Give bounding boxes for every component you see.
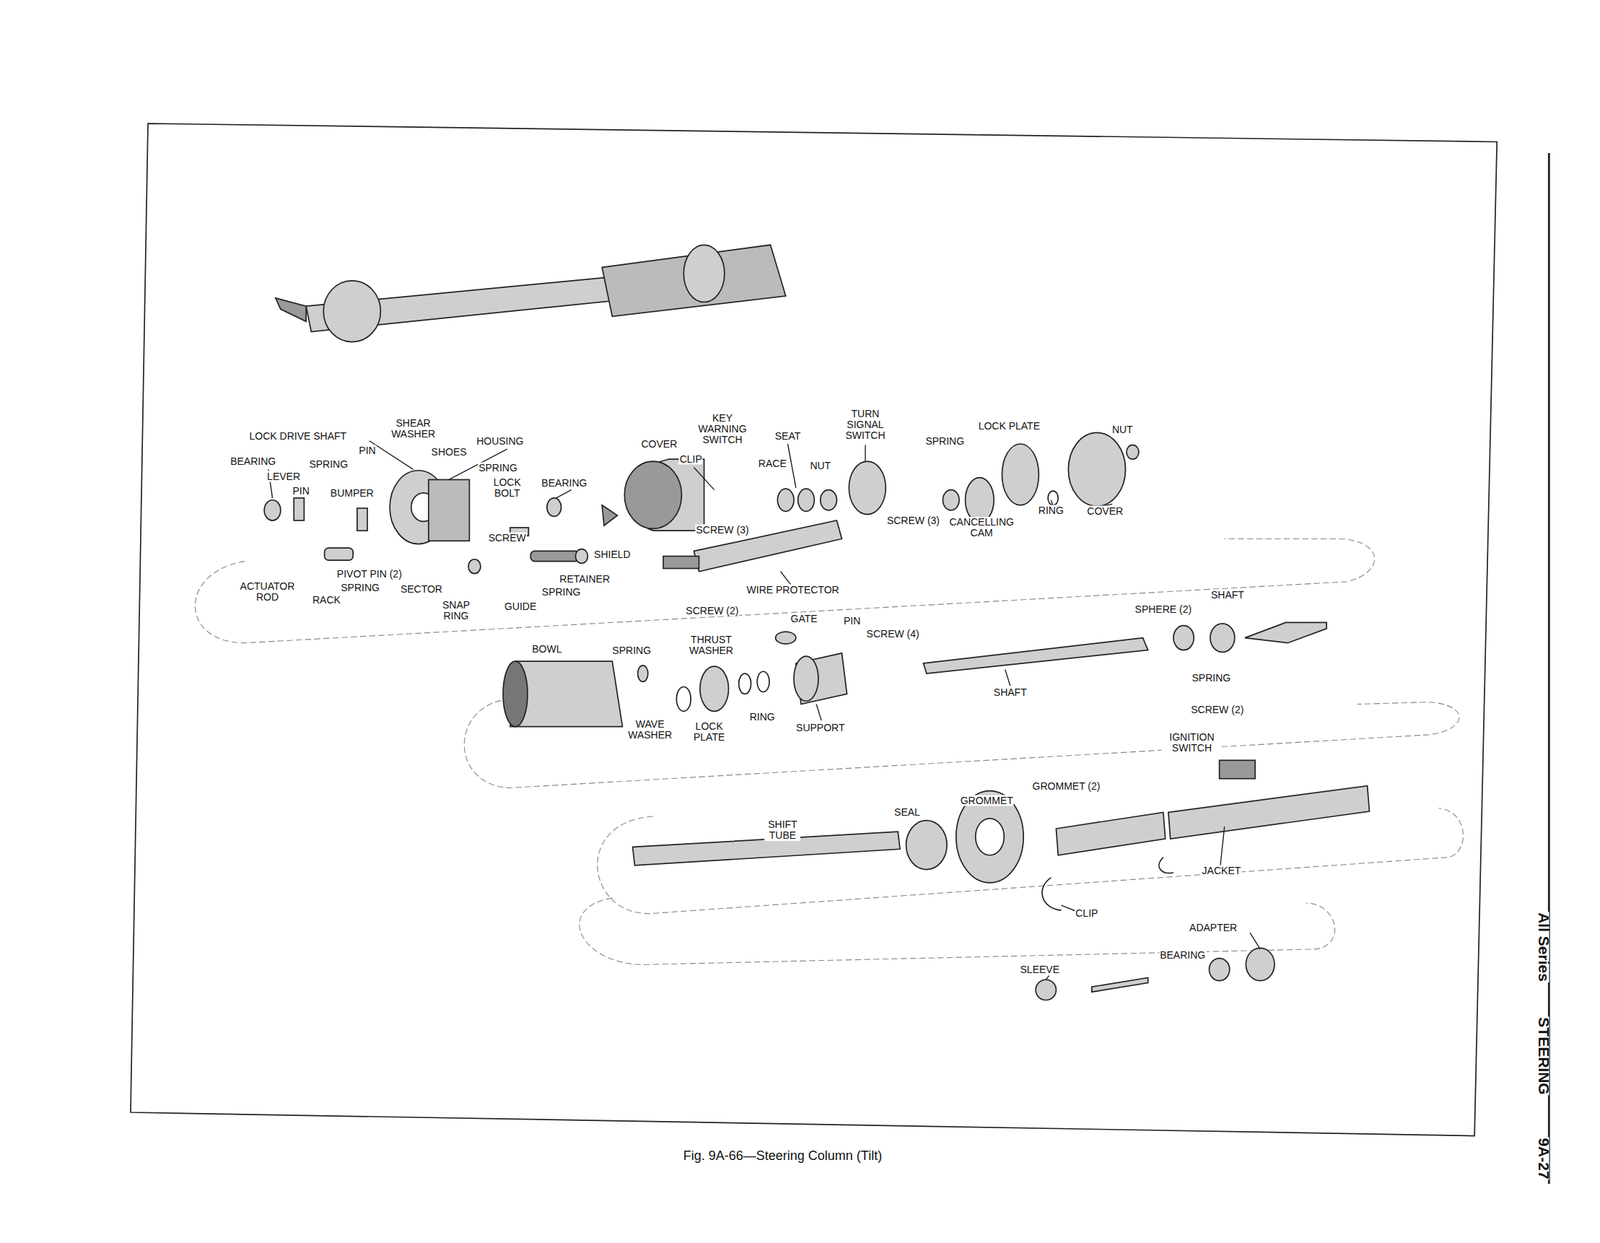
- part-label: COVER: [640, 438, 678, 450]
- part-label: WIRE PROTECTOR: [746, 584, 841, 596]
- part-label: LEVER: [266, 471, 301, 483]
- part-label: WAVE WASHER: [623, 718, 677, 741]
- part-label: SCREW: [487, 532, 527, 544]
- part-label: ACTUATOR ROD: [237, 580, 297, 603]
- part-label: COVER: [1086, 505, 1124, 517]
- part-label: CLIP: [1074, 907, 1099, 919]
- part-label: SUPPORT: [795, 722, 846, 734]
- part-label: SHAFT: [1210, 589, 1245, 601]
- part-label: JACKET: [1201, 865, 1243, 877]
- part-label: BEARING: [229, 456, 277, 467]
- part-label: SLEEVE: [1019, 964, 1061, 976]
- part-label: SCREW (2): [684, 604, 740, 616]
- part-label: GROMMET (2): [1032, 780, 1102, 791]
- part-label: RACE: [757, 457, 788, 469]
- part-label: SEAL: [893, 806, 921, 818]
- part-label: PIN: [842, 614, 861, 626]
- part-label: SPHERE (2): [1134, 604, 1193, 615]
- part-label: PIN: [357, 444, 377, 456]
- part-label: SCREW (3): [694, 523, 750, 535]
- part-label: IGNITION SWITCH: [1161, 731, 1222, 754]
- part-label: SHIELD: [593, 548, 632, 560]
- part-label: CLIP: [679, 453, 703, 465]
- part-label: LOCK BOLT: [490, 477, 524, 499]
- part-label: RETAINER: [558, 573, 611, 584]
- part-label: SPRING: [611, 644, 652, 656]
- part-label: SNAP RING: [439, 599, 474, 622]
- part-label: SCREW (4): [866, 628, 921, 640]
- part-label: GUIDE: [503, 600, 537, 612]
- part-label: SCREW (2): [1190, 703, 1245, 715]
- part-label: BOWL: [531, 643, 563, 655]
- part-label: BEARING: [1159, 949, 1206, 961]
- part-label: KEY WARNING SWITCH: [695, 412, 750, 445]
- page-frame: [130, 123, 1549, 1184]
- part-label: PIN: [291, 485, 310, 497]
- part-label: SCREW (3): [886, 515, 941, 527]
- part-label: LOCK PLATE: [977, 420, 1041, 431]
- page-header: All Series: [1538, 911, 1550, 983]
- part-label: NUT: [1111, 424, 1134, 436]
- part-label: TURN SIGNAL SWITCH: [838, 408, 893, 441]
- part-label: SPRING: [477, 461, 519, 473]
- part-label: LOCK DRIVE SHAFT: [248, 430, 348, 441]
- part-label: SHAFT: [993, 686, 1028, 698]
- figure-caption: Fig. 9A-66—Steering Column (Tilt): [682, 1149, 883, 1161]
- part-label: SHEAR WASHER: [387, 417, 440, 440]
- part-label: LOCK PLATE: [690, 720, 729, 743]
- part-drawing: [264, 244, 1370, 1000]
- part-label: SEAT: [774, 430, 802, 441]
- part-label: RING: [749, 710, 776, 722]
- part-label: BUMPER: [329, 487, 375, 498]
- part-label: ADAPTER: [1188, 922, 1238, 934]
- part-label: HOUSING: [475, 435, 524, 447]
- leader-line: [268, 440, 1261, 980]
- part-label: SHOES: [430, 446, 468, 458]
- page-header: 9A-27: [1538, 1136, 1550, 1180]
- part-label: PIVOT PIN (2): [336, 567, 403, 579]
- part-label: SPRING: [308, 458, 349, 470]
- part-label: NUT: [809, 459, 832, 471]
- part-label: SPRING: [1190, 671, 1232, 683]
- part-label: RING: [1037, 504, 1065, 516]
- part-label: GATE: [790, 612, 819, 624]
- part-label: SHIFT TUBE: [764, 819, 801, 841]
- part-label: SECTOR: [399, 583, 444, 594]
- group-outline: [194, 538, 1463, 965]
- part-label: RACK: [311, 594, 342, 606]
- part-label: CANCELLING CAM: [946, 516, 1017, 539]
- part-label: BEARING: [540, 477, 588, 488]
- part-label: SPRING: [339, 582, 381, 594]
- part-label: GROMMET: [959, 794, 1014, 806]
- part-label: THRUST WASHER: [684, 634, 738, 657]
- part-label: SPRING: [924, 435, 965, 447]
- part-label: SPRING: [541, 586, 582, 598]
- page-header: STEERING: [1538, 1016, 1550, 1096]
